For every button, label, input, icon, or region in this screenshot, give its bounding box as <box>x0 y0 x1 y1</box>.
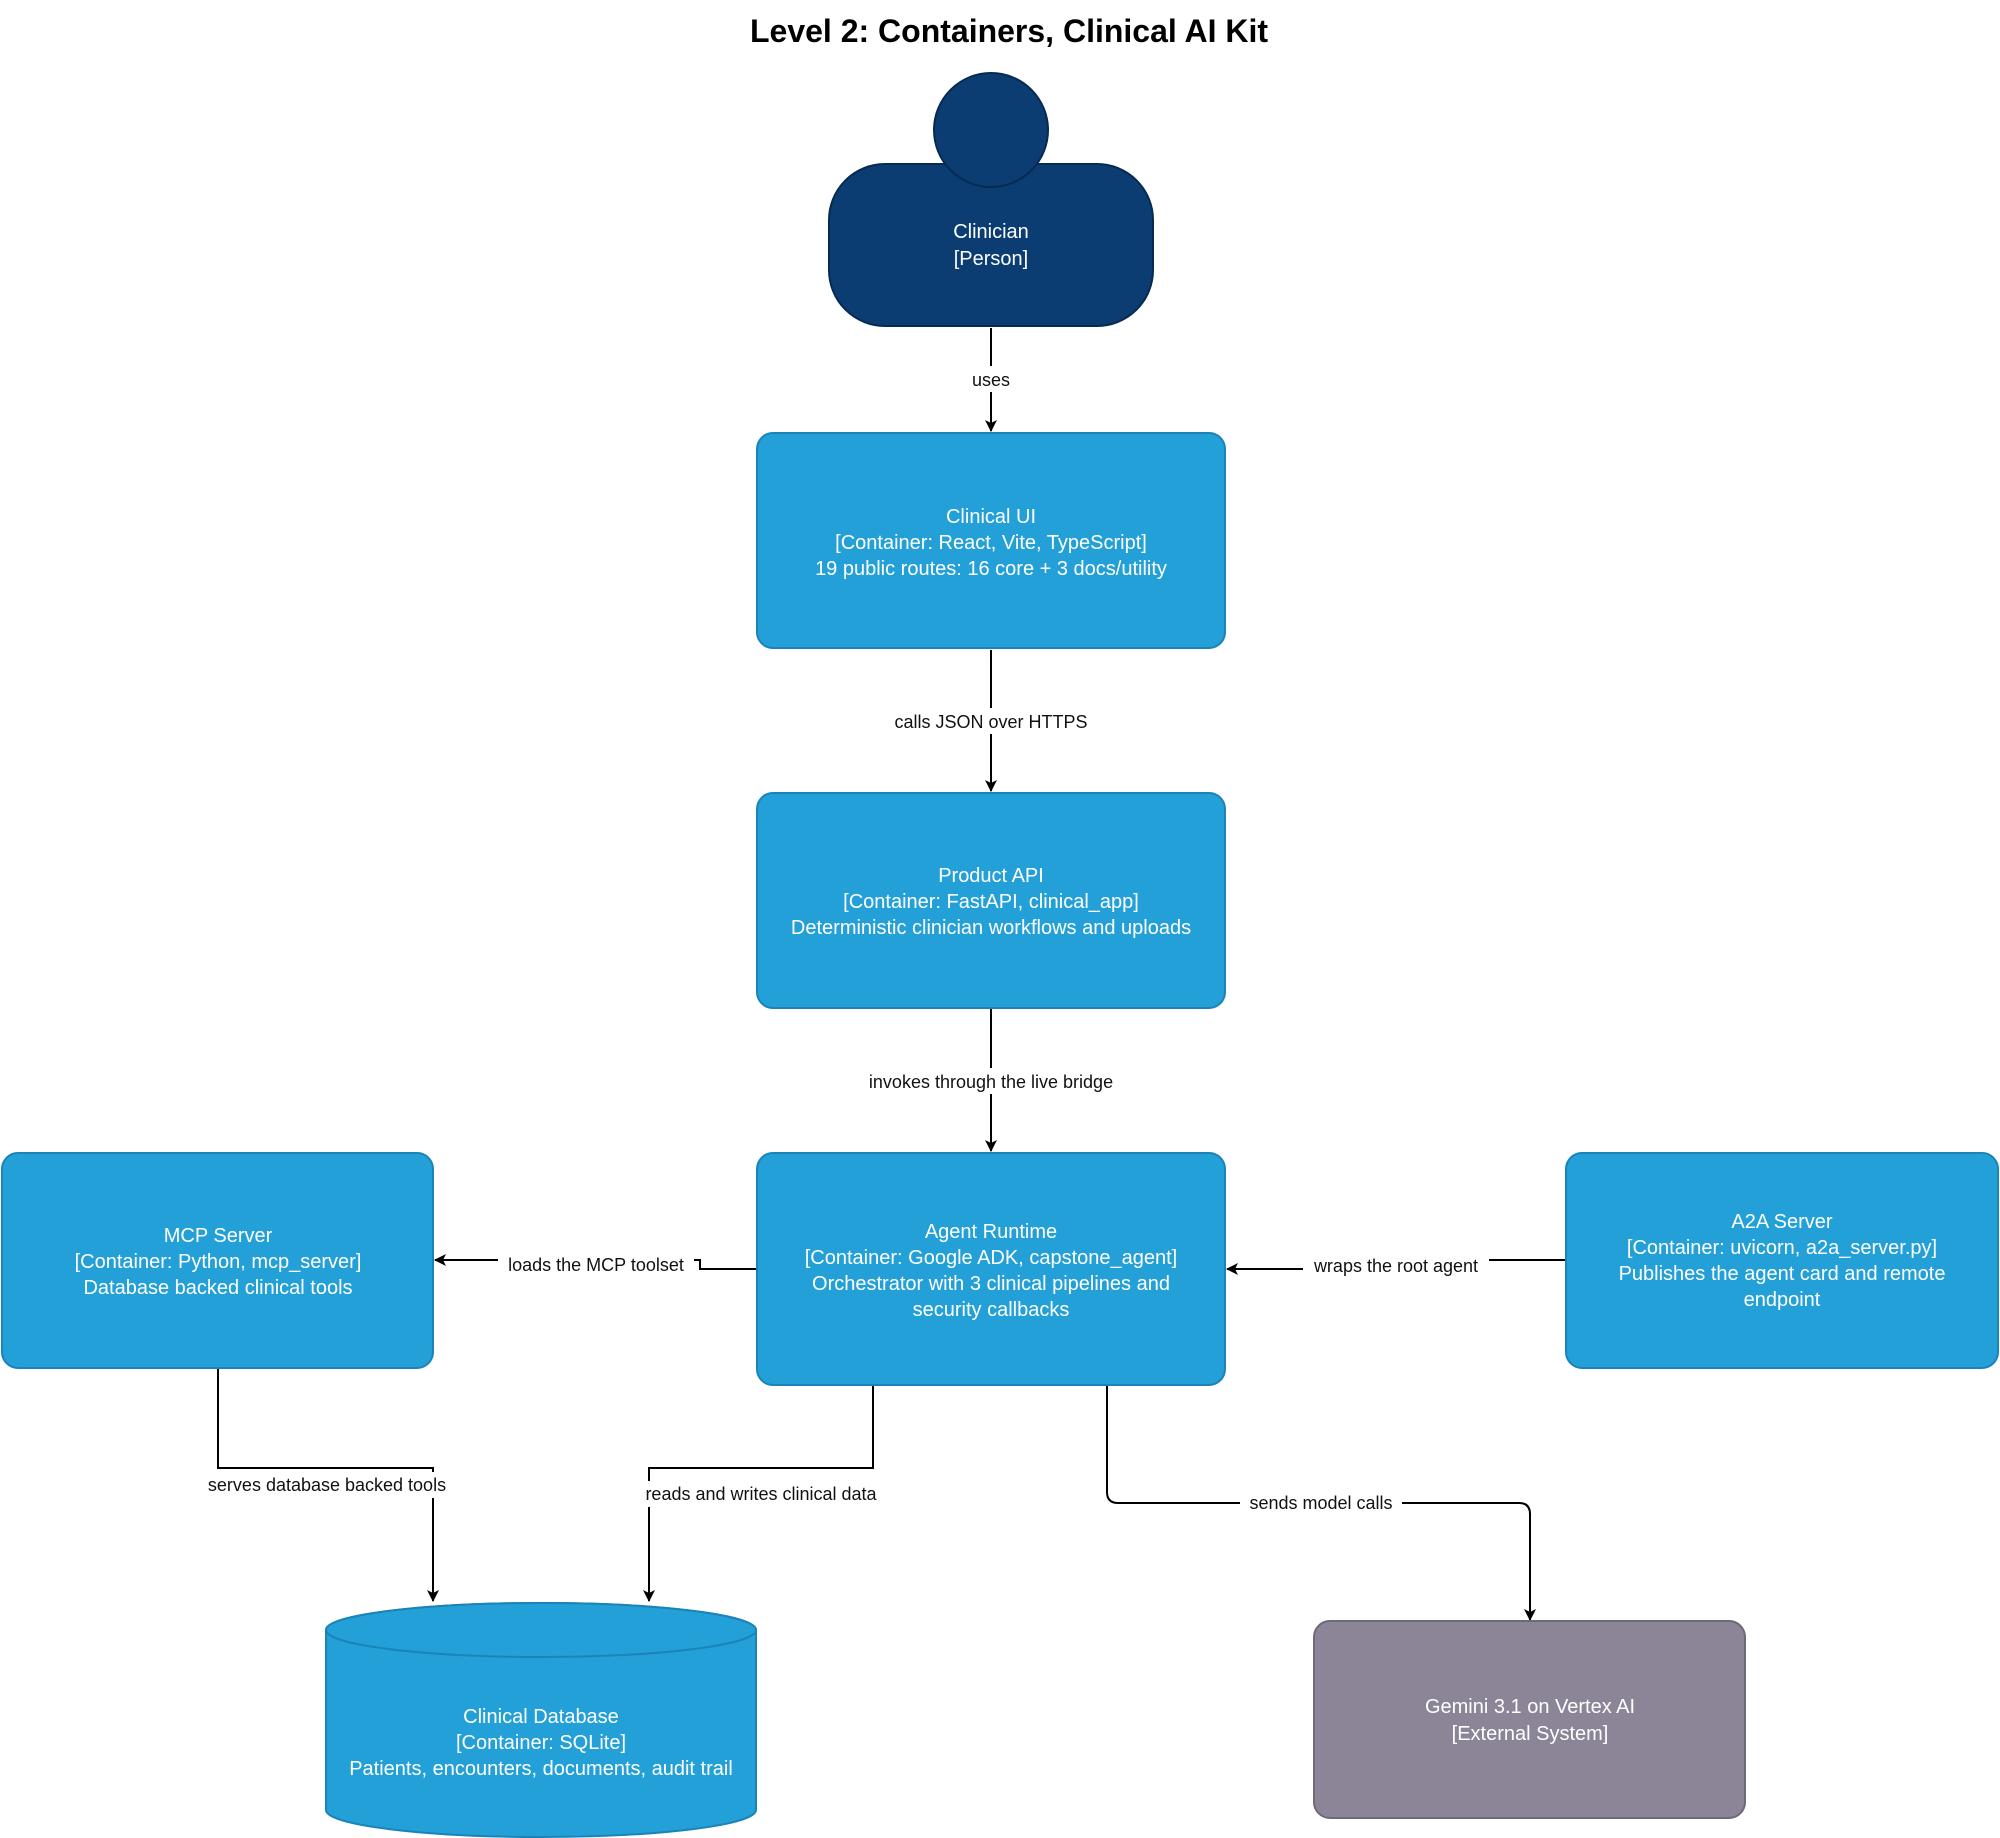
agent-runtime-name: Agent Runtime <box>925 1221 1057 1243</box>
gemini-name: Gemini 3.1 on Vertex AI <box>1425 1696 1635 1718</box>
edge-label-uses: uses <box>965 366 1017 392</box>
edge-label-loads-mcp: loads the MCP toolset <box>498 1252 694 1278</box>
agent-runtime-desc-line1: Orchestrator with 3 clinical pipelines a… <box>812 1273 1170 1295</box>
diagram-title: Level 2: Containers, Clinical AI Kit <box>750 13 1268 49</box>
edge-serves-db <box>217 1369 439 1602</box>
svg-text:sends model calls: sends model calls <box>1249 1493 1392 1513</box>
database-cylinder-top <box>325 1602 757 1658</box>
clinician-kind: [Person] <box>954 248 1028 270</box>
mcp-server-name: MCP Server <box>164 1225 273 1247</box>
agent-runtime-desc-line2: security callbacks <box>913 1299 1070 1321</box>
a2a-server-container[interactable]: A2A Server [Container: uvicorn, a2a_serv… <box>1565 1152 1999 1369</box>
edge-reads-writes <box>643 1386 874 1602</box>
a2a-server-desc-line1: Publishes the agent card and remote <box>1619 1263 1946 1285</box>
clinical-database-kind: [Container: SQLite] <box>456 1732 626 1754</box>
mcp-server-container[interactable]: MCP Server [Container: Python, mcp_serve… <box>1 1152 434 1369</box>
svg-text:wraps the root agent: wraps the root agent <box>1313 1256 1478 1276</box>
clinical-database-container[interactable]: Clinical Database [Container: SQLite] Pa… <box>325 1602 757 1838</box>
edge-label-sends-model: sends model calls <box>1240 1490 1402 1516</box>
edge-label-calls-json: calls JSON over HTTPS <box>881 708 1101 734</box>
svg-text:serves database backed tools: serves database backed tools <box>208 1475 446 1495</box>
svg-text:uses: uses <box>972 370 1010 390</box>
edge-label-serves-db: serves database backed tools <box>192 1472 462 1498</box>
clinical-database-desc: Patients, encounters, documents, audit t… <box>349 1758 733 1780</box>
a2a-server-kind: [Container: uvicorn, a2a_server.py] <box>1627 1237 1937 1259</box>
product-api-name: Product API <box>938 865 1044 887</box>
mcp-server-kind: [Container: Python, mcp_server] <box>75 1251 362 1273</box>
edge-label-wraps-root: wraps the root agent <box>1303 1253 1489 1279</box>
a2a-server-name: A2A Server <box>1731 1211 1833 1233</box>
gemini-external-system[interactable]: Gemini 3.1 on Vertex AI [External System… <box>1313 1620 1746 1819</box>
clinical-ui-name: Clinical UI <box>946 506 1036 528</box>
svg-text:reads and writes clinical data: reads and writes clinical data <box>645 1484 877 1504</box>
clinician-name: Clinician <box>953 221 1029 243</box>
mcp-server-desc: Database backed clinical tools <box>83 1277 352 1299</box>
person-head-icon <box>933 72 1049 188</box>
edge-label-reads-writes: reads and writes clinical data <box>630 1481 892 1507</box>
clinical-ui-container[interactable]: Clinical UI [Container: React, Vite, Typ… <box>756 432 1226 649</box>
clinical-database-name: Clinical Database <box>463 1706 619 1728</box>
clinical-ui-desc: 19 public routes: 16 core + 3 docs/utili… <box>815 558 1167 580</box>
svg-text:loads the MCP toolset: loads the MCP toolset <box>508 1255 684 1275</box>
product-api-kind: [Container: FastAPI, clinical_app] <box>843 891 1139 913</box>
edge-label-invokes: invokes through the live bridge <box>851 1068 1131 1094</box>
product-api-container[interactable]: Product API [Container: FastAPI, clinica… <box>756 792 1226 1009</box>
svg-text:calls JSON over HTTPS: calls JSON over HTTPS <box>894 712 1087 732</box>
agent-runtime-container[interactable]: Agent Runtime [Container: Google ADK, ca… <box>756 1152 1226 1386</box>
product-api-desc: Deterministic clinician workflows and up… <box>791 917 1191 939</box>
agent-runtime-kind: [Container: Google ADK, capstone_agent] <box>805 1247 1177 1269</box>
person-body <box>828 163 1154 327</box>
gemini-kind: [External System] <box>1452 1723 1609 1745</box>
clinical-ui-kind: [Container: React, Vite, TypeScript] <box>835 532 1147 554</box>
svg-text:invokes through the live bridg: invokes through the live bridge <box>869 1072 1113 1092</box>
a2a-server-desc-line2: endpoint <box>1744 1289 1821 1311</box>
clinician-person-node[interactable]: Clinician [Person] <box>828 72 1154 327</box>
